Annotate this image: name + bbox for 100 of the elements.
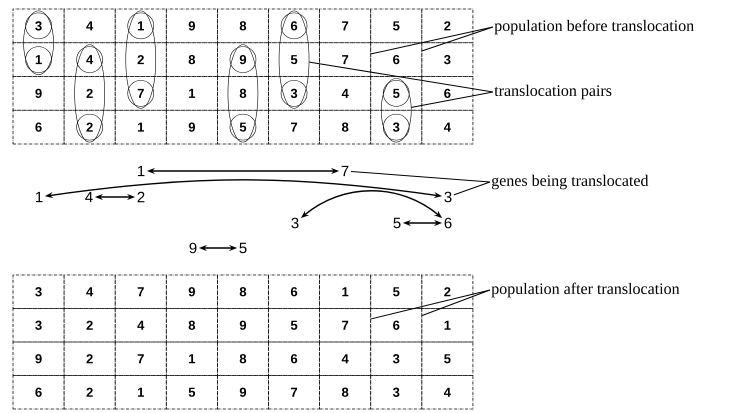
grid-cell: 8 [217,274,269,309]
grid-cell: 4 [64,274,116,309]
grid-cell: 1 [114,375,167,410]
grid-cell: 9 [217,308,269,342]
grid-cell: 6 [268,8,320,44]
grid-cell: 7 [268,110,320,144]
grid-cell: 8 [217,76,269,111]
pair-ellipse [125,10,156,109]
leader-line [370,290,490,320]
grid-cell: 4 [421,375,474,410]
pair-ellipse [228,44,258,142]
grid-cell: 1 [114,110,167,144]
grid-cell: 6 [370,308,422,342]
grid-cell: 1 [319,274,372,309]
grid-cell: 3 [370,342,422,376]
grid-cell: 6 [12,110,64,144]
grid-cell: 5 [268,308,320,342]
grid-cell: 9 [166,274,218,309]
grid-cell: 7 [114,342,167,376]
grid-cell: 9 [217,375,269,410]
grid-cell: 2 [64,342,116,376]
grid-cell: 6 [370,42,422,77]
grid-cell: 7 [319,8,372,44]
grid-cell: 5 [370,76,422,111]
grid-cell: 9 [12,76,64,111]
pair-ellipse [278,10,310,109]
grid-cell: 4 [319,76,372,111]
grid-cell: 1 [421,308,474,342]
grid-cell: 5 [370,8,422,44]
gene-number: 6 [444,218,452,228]
grid-cell: 8 [319,110,372,144]
gene-number: 1 [36,192,42,202]
grid-cell: 3 [370,375,422,410]
grid-cell: 7 [114,76,167,111]
grid-cell: 2 [64,76,116,111]
grid-cell: 2 [421,274,474,309]
grid-cell: 5 [268,42,320,77]
grid-cell: 7 [319,42,372,77]
grid-cell: 9 [12,342,64,376]
gene-number: 5 [393,218,401,228]
grid-cell: 3 [12,308,64,342]
grid-cell: 4 [114,308,167,342]
gene-number: 1 [138,166,144,176]
grid-cell: 3 [268,76,320,111]
callout-label: genes being translocated [492,174,648,190]
grid-cell: 8 [319,375,372,410]
leader-line [422,26,494,52]
grid-cell: 2 [64,308,116,342]
gene-number: 7 [342,166,348,176]
grid-cell: 9 [166,110,218,144]
callout-label: population after translocation [491,282,680,298]
leader-line [453,182,490,196]
grid-cell: 4 [319,342,372,376]
grid-cell: 8 [166,308,218,342]
leader-line [370,26,494,54]
gene-number: 5 [239,242,247,254]
gene-number: 2 [138,192,144,202]
grid-cell: 1 [166,342,218,376]
grid-cell: 9 [166,8,218,44]
grid-cell: 2 [64,110,116,144]
grid-cell: 3 [12,8,64,44]
gene-number: 9 [190,242,196,254]
grid-cell: 6 [421,76,474,111]
grid-cell: 6 [268,274,320,309]
pair-ellipse [23,10,54,75]
grid-cell: 9 [217,42,269,77]
grid-cell: 3 [370,110,422,144]
grid-cell: 7 [319,308,372,342]
grid-cell: 5 [217,110,269,144]
leader-line [350,170,490,182]
grid-cell: 7 [268,375,320,410]
grid-cell: 8 [217,342,269,376]
grid-cell: 6 [268,342,320,376]
callout-label: population before translocation [494,20,694,34]
grid-cell: 8 [217,8,269,44]
grid-cell: 3 [421,42,474,77]
pair-ellipse [380,78,412,142]
gene-number: 3 [444,192,452,202]
grid-cell: 5 [166,375,218,410]
grid-cell: 4 [64,42,116,77]
callout-label: translocation pairs [494,84,612,100]
leader-line [422,290,490,316]
grid-cell: 2 [64,375,116,410]
leader-line [308,62,494,92]
pair-ellipse [74,44,105,142]
gene-number: 3 [291,218,299,228]
grid-cell: 2 [114,42,167,77]
grid-cell: 4 [64,8,116,44]
grid-cell: 3 [12,274,64,309]
grid-cell: 7 [114,274,167,309]
grid-cell: 6 [12,375,64,410]
grid-cell: 1 [166,76,218,111]
grid-cell: 1 [114,8,167,44]
grid-cell: 8 [166,42,218,77]
grid-cell: 2 [421,8,474,44]
gene-number: 4 [85,192,93,202]
grid-cell: 5 [421,342,474,376]
grid-cell: 4 [421,110,474,144]
grid-cell: 5 [370,274,422,309]
grid-cell: 1 [12,42,64,77]
